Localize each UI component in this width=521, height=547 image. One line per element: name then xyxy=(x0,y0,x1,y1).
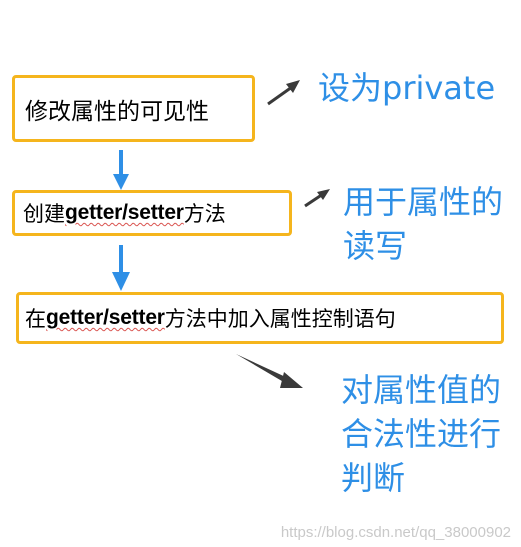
step-1-text: 修改属性的可见性 xyxy=(25,98,209,125)
step-box-create-getter-setter: 创建 getter/setter 方法 xyxy=(12,190,292,236)
down-arrow-2 xyxy=(112,245,130,291)
note-set-private: 设为private xyxy=(318,69,496,107)
step-3-text-pre: 在 xyxy=(25,307,46,331)
side-arrow-2 xyxy=(304,189,330,208)
step-2-text-pre: 创建 xyxy=(23,202,65,226)
watermark: https://blog.csdn.net/qq_38000902 xyxy=(280,524,511,541)
side-arrow-1 xyxy=(267,80,300,106)
step-2-text-post: 方法 xyxy=(183,202,226,226)
down-arrow-1 xyxy=(113,150,129,190)
step-3-text-post: 方法中加入属性控制语句 xyxy=(164,307,396,331)
side-arrow-3 xyxy=(236,354,303,388)
note-read-write: 用于属性的读写 xyxy=(343,183,504,265)
note-validate-value: 对属性值的合法性进行判断 xyxy=(341,371,502,497)
step-3-code: getter/setter xyxy=(46,306,165,329)
step-2-code: getter/setter xyxy=(65,201,184,224)
step-box-add-control-statements: 在 getter/setter 方法中加入属性控制语句 xyxy=(16,292,504,344)
step-box-modify-visibility: 修改属性的可见性 xyxy=(12,75,255,142)
